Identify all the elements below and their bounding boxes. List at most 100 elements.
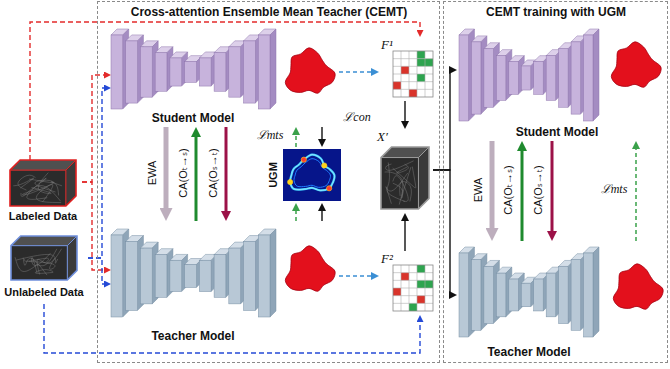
- layer-front: [111, 35, 123, 109]
- grid-lines: [393, 265, 433, 311]
- grid-illustration: [393, 51, 433, 97]
- edge-label: CA(Oₜ→ₛ): [502, 164, 515, 216]
- volume-texture: [393, 167, 416, 188]
- net-illustration: [459, 247, 599, 337]
- volume-edges: [381, 147, 429, 209]
- network-layer: [584, 29, 599, 121]
- grid-ground: [393, 265, 433, 311]
- volume-texture: [37, 249, 62, 275]
- network-layer: [258, 229, 276, 317]
- edge-label: CA(Oₛ→ₜ): [532, 164, 545, 216]
- illustration-group: [381, 147, 429, 209]
- layer-front: [214, 255, 226, 298]
- grid-lines: [393, 51, 433, 97]
- layer-front: [126, 242, 138, 311]
- grid-cell: [417, 51, 425, 59]
- grid-cell: [425, 59, 433, 67]
- edge-label: ℒcon: [342, 111, 371, 125]
- layer-front: [521, 66, 530, 90]
- layer-front: [571, 260, 580, 331]
- feature-grid: F¹: [379, 37, 435, 101]
- layer-front: [229, 47, 241, 97]
- grid-ground: [393, 51, 433, 97]
- uncertainty-ring: [290, 155, 335, 191]
- illustration-group: [285, 246, 335, 291]
- layer-front: [571, 42, 580, 114]
- panel-heading: CEMT training with UGM: [486, 5, 626, 19]
- layer-front: [258, 35, 270, 109]
- grid-cell: [401, 273, 409, 281]
- connector: [225, 127, 228, 214]
- blob-illustration: [609, 261, 665, 317]
- layer-front: [170, 260, 182, 291]
- volume-edges: [10, 160, 76, 206]
- grid-cell: [417, 265, 425, 273]
- volume-front: [10, 170, 66, 206]
- layer-front: [258, 235, 270, 317]
- volume-texture: [386, 161, 414, 171]
- connector: [521, 148, 524, 241]
- volume-outline: [381, 147, 429, 209]
- uncertainty-map: UGM: [267, 147, 343, 203]
- layer-front: [199, 260, 211, 291]
- mixed-volume: X′: [373, 129, 433, 213]
- volume-texture: [400, 182, 412, 202]
- cube-illustration: [10, 160, 76, 206]
- layer-front: [534, 62, 543, 95]
- layer-front: [521, 283, 530, 307]
- connector: [339, 71, 373, 73]
- illustration-group: [285, 48, 335, 93]
- layer-front: [185, 62, 197, 83]
- connector: [195, 134, 198, 221]
- layer-front: [111, 235, 123, 317]
- connector: [551, 141, 554, 234]
- grid-cell: [409, 303, 417, 311]
- layer-front: [155, 53, 167, 91]
- unlabeled-data: Unlabeled Data: [0, 236, 88, 304]
- layer-front: [140, 47, 152, 97]
- layer-front: [509, 279, 518, 311]
- labeled-data: Labeled Data: [4, 160, 82, 228]
- connector: [490, 141, 495, 232]
- layer-front: [459, 35, 468, 121]
- teacher-model: Teacher Model: [457, 241, 667, 363]
- grid-cell: [393, 288, 401, 296]
- node-label: Student Model: [516, 125, 599, 139]
- volume-front: [11, 246, 67, 280]
- volume-texture: [396, 164, 408, 173]
- layer-front: [199, 58, 211, 86]
- grid-cell: [409, 89, 417, 97]
- ugm-illustration: [283, 149, 341, 201]
- node-label: Teacher Model: [487, 345, 570, 359]
- volume-outline: [11, 236, 77, 280]
- node-label: F²: [381, 251, 393, 267]
- network-layer: [584, 247, 599, 337]
- net-illustration: [459, 29, 599, 121]
- layer-side: [593, 247, 599, 337]
- node-label: UGM: [267, 162, 280, 188]
- layer-front: [496, 56, 505, 101]
- layer-front: [170, 58, 182, 86]
- volume-top: [10, 160, 76, 170]
- edge-label: EWA: [472, 177, 485, 204]
- layer-front: [546, 273, 555, 317]
- node-label: Teacher Model: [151, 329, 234, 343]
- volume-texture: [13, 178, 33, 188]
- illustration-group: [611, 42, 661, 87]
- volume-front: [381, 158, 418, 209]
- grid-cell: [417, 74, 425, 82]
- node-label: F¹: [381, 37, 393, 53]
- illustration-group: [111, 229, 276, 317]
- blob-illustration: [281, 243, 337, 299]
- layer-front: [229, 248, 241, 304]
- blob-illustration: [281, 45, 337, 101]
- connector: [295, 209, 297, 221]
- segmentation-mask: [613, 264, 663, 309]
- grid-outline: [393, 51, 433, 97]
- layer-front: [155, 255, 167, 298]
- layer-front: [126, 41, 138, 103]
- uncertainty-spot: [301, 157, 306, 162]
- layer-side: [270, 229, 276, 317]
- layer-front: [140, 248, 152, 304]
